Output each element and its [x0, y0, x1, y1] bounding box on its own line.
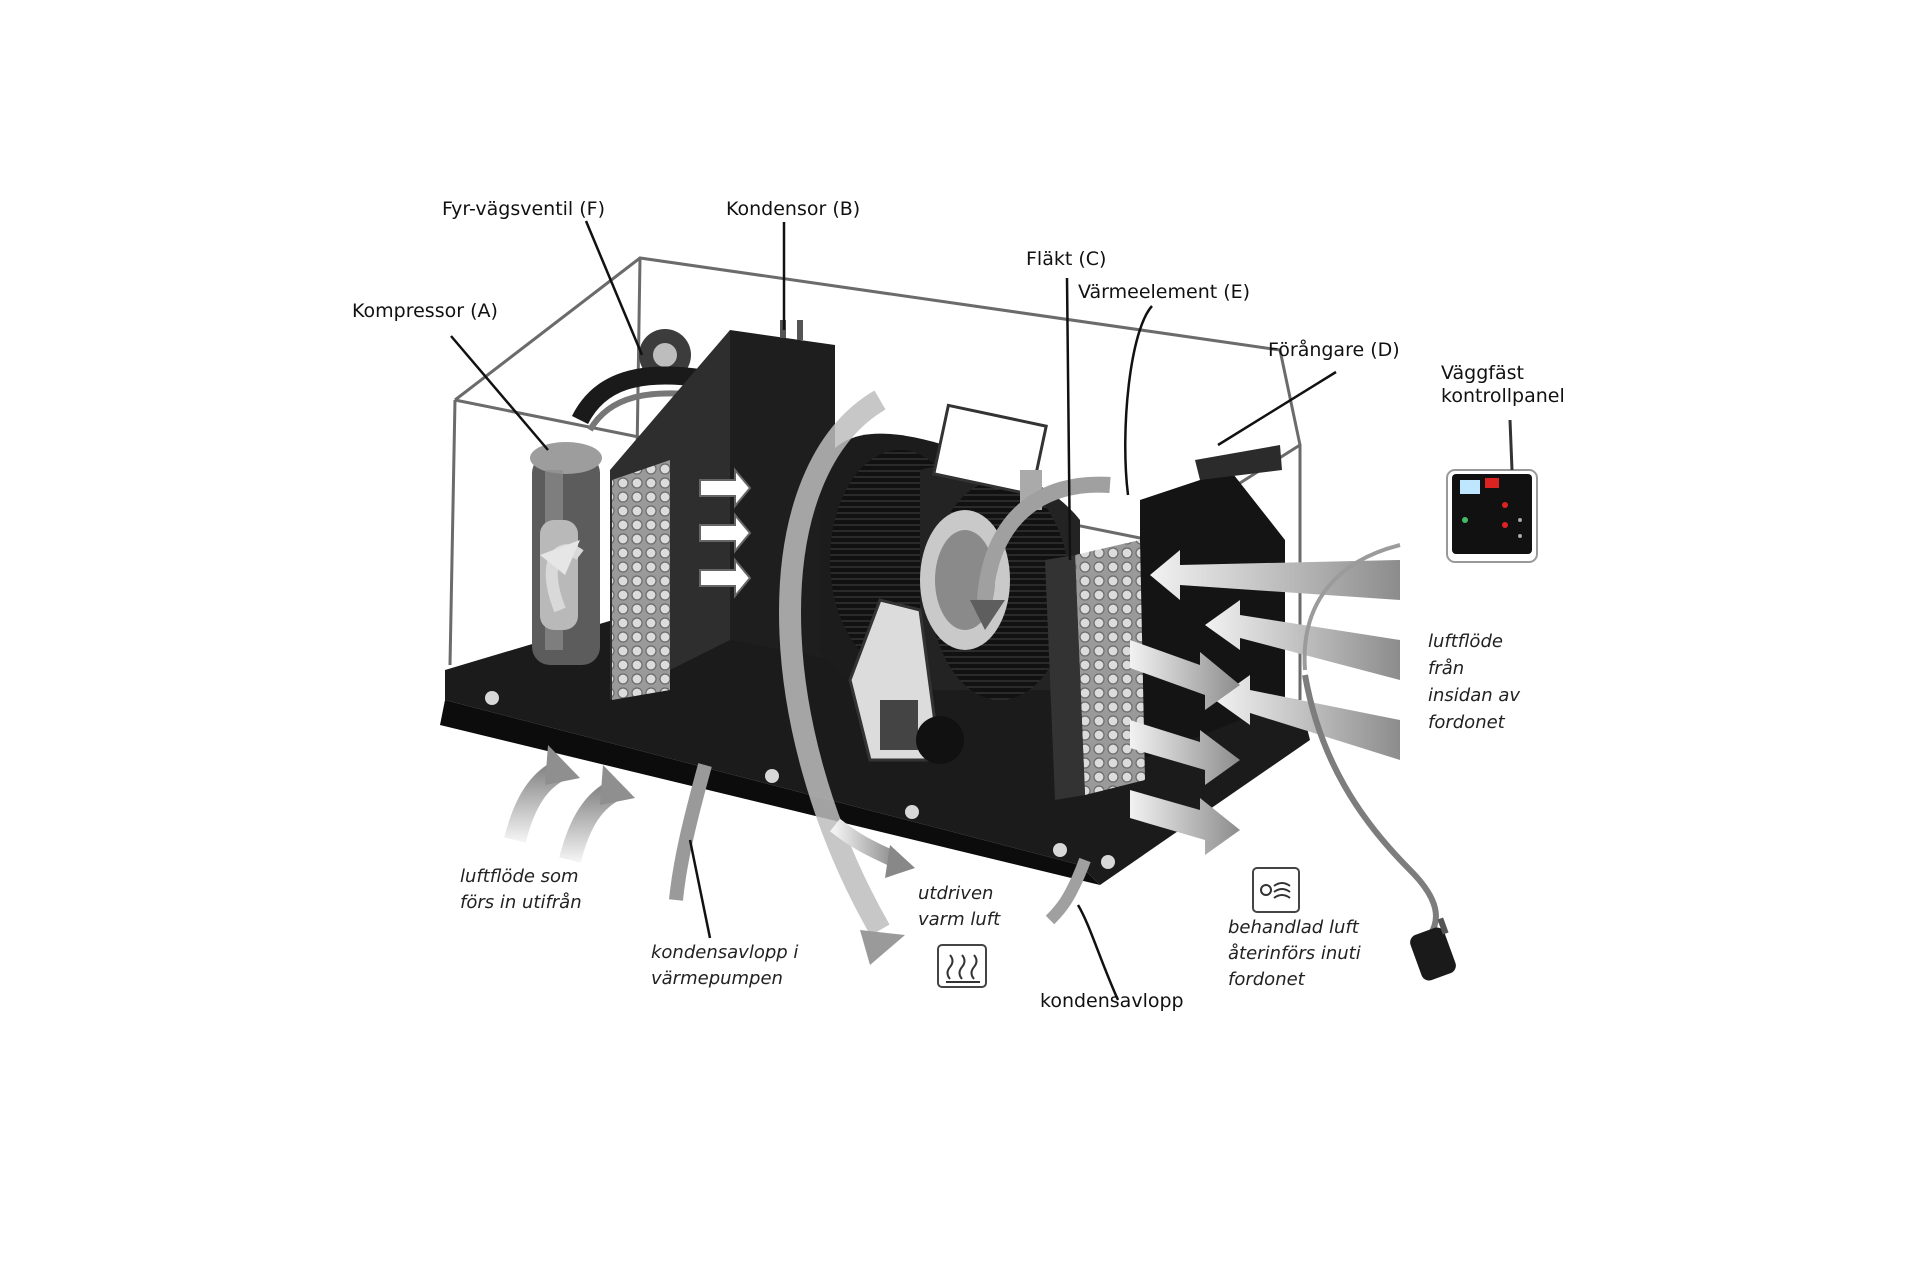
- four-way-valve-label: Fyr-vägsventil (F): [442, 198, 605, 220]
- treated-air-line-1: behandlad luft: [1228, 917, 1359, 938]
- condenser-label: Kondensor (B): [726, 198, 861, 220]
- evaporator-label: Förångare (D): [1268, 339, 1400, 361]
- power-plug-icon: [1410, 917, 1456, 981]
- wall-control-panel: [1446, 419, 1538, 563]
- condensate-heatpump-line-1: kondensavlopp i: [651, 942, 799, 963]
- heating-element: [1045, 540, 1145, 800]
- airflow-outside-line-2: förs in utifrån: [460, 892, 582, 914]
- condensate-pipes: [669, 763, 1091, 925]
- condensate-heatpump-label: kondensavlopp i värmepumpen: [651, 940, 798, 992]
- warm-air-out-label: utdriven varm luft: [918, 881, 1000, 933]
- airflow-arrows: [504, 390, 1400, 965]
- airflow-inside-line-2: från: [1428, 658, 1465, 679]
- control-panel-label-line-1: Väggfäst: [1441, 362, 1524, 384]
- condensate-heatpump-line-2: värmepumpen: [651, 968, 783, 990]
- fan: [820, 403, 1080, 700]
- warm-air-out-line-2: varm luft: [918, 909, 1001, 931]
- compressor-label: Kompressor (A): [352, 300, 498, 322]
- treated-air-line-3: fordonet: [1228, 969, 1305, 991]
- treated-air-line-2: återinförs inuti: [1228, 943, 1361, 965]
- airflow-outside-label: luftflöde som förs in utifrån: [460, 864, 582, 916]
- heat-waves-icon: [937, 944, 987, 988]
- condensate-label: kondensavlopp: [1040, 990, 1184, 1012]
- control-panel-label-line-2: kontrollpanel: [1441, 384, 1565, 407]
- airflow-inside-line-4: fordonet: [1428, 712, 1505, 733]
- power-cable: [1302, 543, 1456, 981]
- airflow-inside-line-3: insidan av: [1428, 685, 1521, 706]
- fan-label: Fläkt (C): [1026, 248, 1107, 270]
- heating-element-label: Värmeelement (E): [1078, 281, 1251, 303]
- treated-air-icon: [1252, 867, 1300, 913]
- treated-air-label: behandlad luft återinförs inuti fordonet: [1228, 915, 1361, 993]
- control-panel-label: Väggfäst kontrollpanel: [1441, 362, 1565, 408]
- airflow-inside-label: luftflöde från insidan av fordonet: [1428, 628, 1520, 736]
- control-board: [848, 598, 964, 764]
- condenser: [610, 320, 835, 700]
- warm-air-out-line-1: utdriven: [918, 883, 994, 904]
- leader-lines: [450, 220, 1337, 1001]
- airflow-outside-line-1: luftflöde som: [460, 866, 579, 887]
- airflow-inside-line-1: luftflöde: [1428, 631, 1503, 652]
